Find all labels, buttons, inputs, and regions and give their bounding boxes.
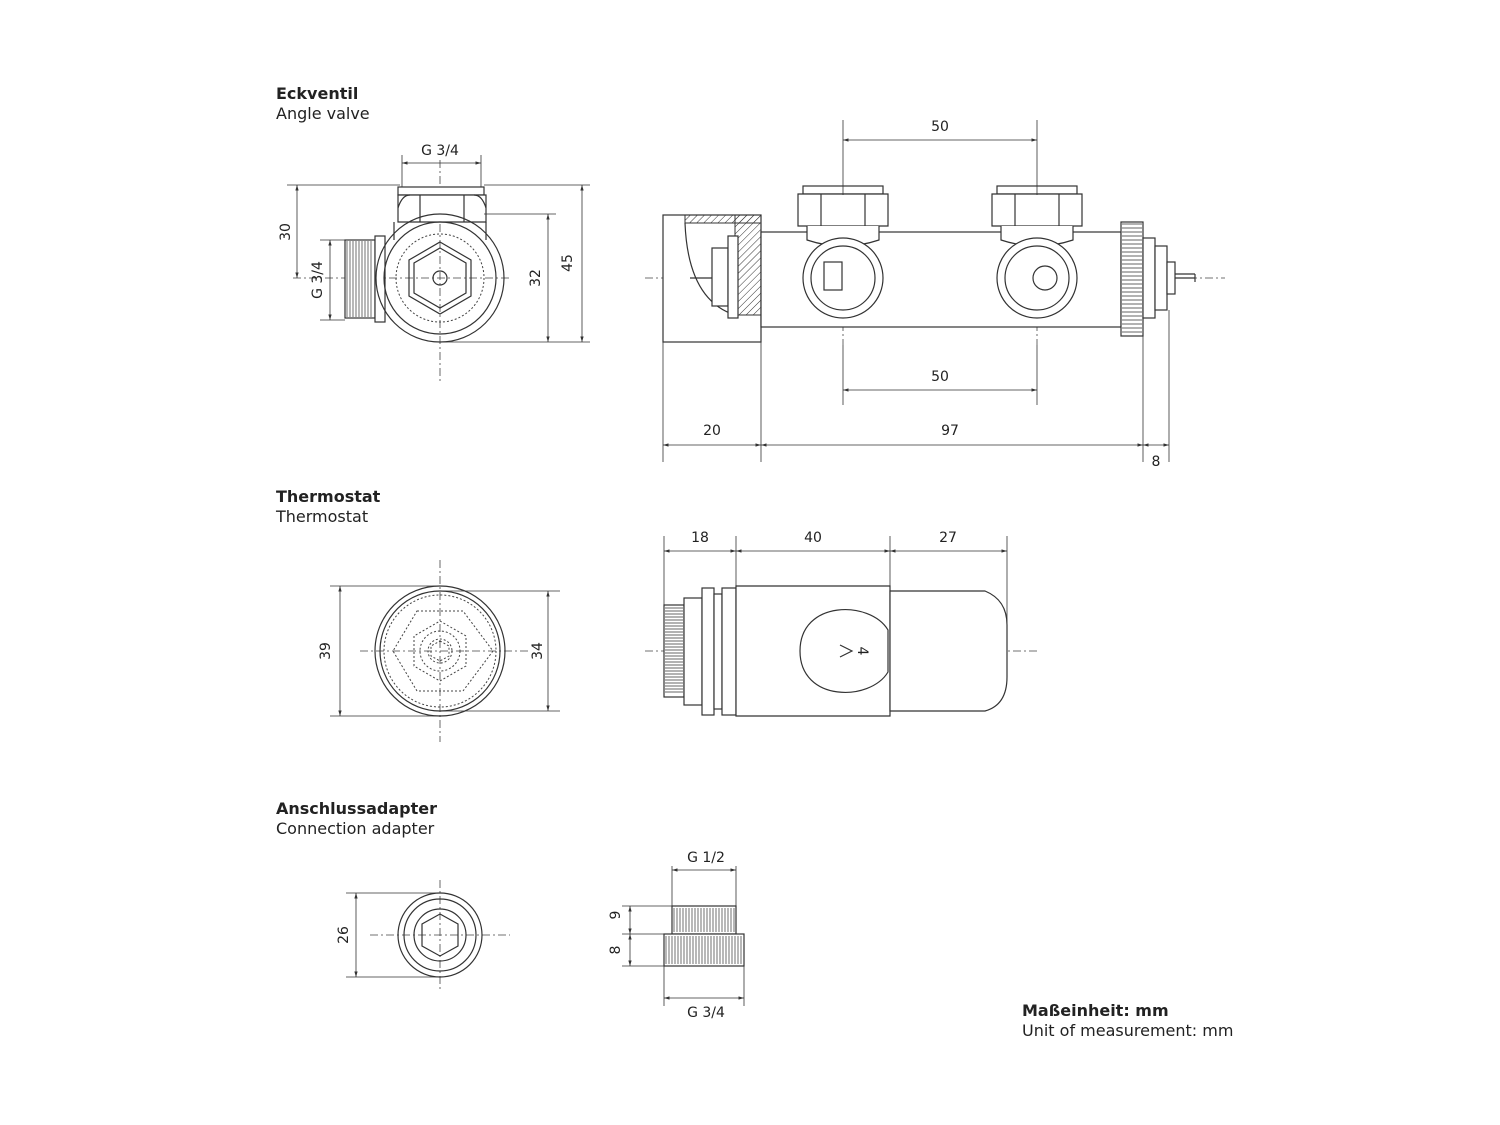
angle-valve-side-view: 50 50 20 97 8 bbox=[645, 119, 1225, 470]
dim-height-body-label: 32 bbox=[528, 269, 544, 287]
adapter-title: Anschlussadapter Connection adapter bbox=[276, 799, 437, 839]
dim-adapter-thread-bottom-label: G 3/4 bbox=[687, 1005, 725, 1021]
adapter-side-view: G 1/2 G 3/4 9 8 bbox=[608, 850, 745, 1021]
adapter-title-de: Anschlussadapter bbox=[276, 799, 437, 818]
thermostat-side-view: 4 18 40 27 bbox=[645, 530, 1040, 717]
angle-valve-title-de: Eckventil bbox=[276, 84, 359, 103]
dim-spacing-top-label: 50 bbox=[931, 119, 949, 135]
dim-length-a-label: 18 bbox=[691, 530, 709, 546]
dim-adapter-thread-top-label: G 1/2 bbox=[687, 850, 725, 866]
thermostat-title-en: Thermostat bbox=[276, 507, 369, 526]
thermostat-title: Thermostat Thermostat bbox=[276, 487, 380, 527]
units-label-en: Unit of measurement: mm bbox=[1022, 1021, 1234, 1040]
dim-diameter-inner-label: 34 bbox=[530, 642, 546, 660]
dim-length-body-label: 97 bbox=[941, 423, 959, 439]
units-note: Maßeinheit: mm Unit of measurement: mm bbox=[1022, 1001, 1233, 1041]
dim-length-b-label: 40 bbox=[804, 530, 822, 546]
thermostat-title-de: Thermostat bbox=[276, 487, 381, 506]
adapter-front-view: 26 bbox=[336, 880, 510, 990]
angle-valve-front-view: G 3/4 30 G 3/4 32 45 bbox=[278, 143, 590, 382]
dim-length-end-label: 8 bbox=[1152, 454, 1161, 470]
dim-adapter-diameter-label: 26 bbox=[336, 926, 352, 944]
scale-mark-label: 4 bbox=[854, 647, 870, 656]
dim-spacing-bottom-label: 50 bbox=[931, 369, 949, 385]
dim-height-total-label: 45 bbox=[560, 254, 576, 272]
angle-valve-title: Eckventil Angle valve bbox=[276, 84, 370, 124]
dim-adapter-height-bottom-label: 8 bbox=[608, 946, 624, 955]
units-label-de: Maßeinheit: mm bbox=[1022, 1001, 1169, 1020]
dim-thread-top-label: G 3/4 bbox=[421, 143, 459, 159]
angle-valve-title-en: Angle valve bbox=[276, 104, 370, 123]
dim-length-c-label: 27 bbox=[939, 530, 957, 546]
dim-adapter-height-top-label: 9 bbox=[608, 911, 624, 920]
dim-height-upper-label: 30 bbox=[278, 223, 294, 241]
adapter-title-en: Connection adapter bbox=[276, 819, 435, 838]
dim-diameter-outer-label: 39 bbox=[318, 642, 334, 660]
dim-thread-side-label: G 3/4 bbox=[310, 261, 326, 299]
thermostat-front-view: 39 34 bbox=[318, 560, 560, 742]
dim-length-cap-label: 20 bbox=[703, 423, 721, 439]
